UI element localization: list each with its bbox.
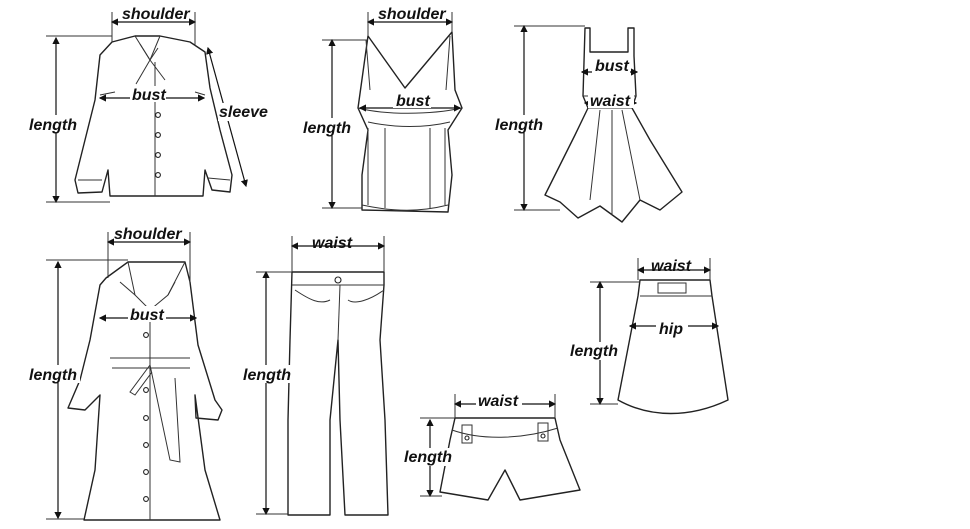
dress-bust-label: bust [595,58,629,75]
trench-coat-figure [67,261,223,521]
skirt-waist-label: waist [651,258,692,275]
vest-length-label: length [303,120,351,137]
coat-buttons [143,332,149,502]
shirt-length-measure: length [28,35,112,204]
shirt-sleeve-label: sleeve [219,104,268,121]
skirt-hip-label: hip [659,321,683,338]
shorts-length-measure: length [403,417,455,498]
trousers-waist-measure: waist [290,235,386,272]
dress-waist-measure: waist [583,92,638,110]
skirt-hip-measure: hip [628,318,720,338]
vest-shoulder-measure: shoulder [366,6,454,36]
trousers-length-label: length [243,367,291,384]
coat-bust-measure: bust [98,306,198,324]
coat-shoulder-label: shoulder [114,226,182,243]
shirt-bust-measure: bust [98,86,206,104]
shirt-buttons [155,92,161,178]
shorts-length-label: length [404,449,452,466]
vest-bust-measure: bust [358,92,462,112]
shirt-shoulder-measure: shoulder [110,6,197,46]
coat-bust-label: bust [130,307,164,324]
skirt-length-label: length [570,343,618,360]
coat-length-measure: length [28,259,128,520]
dress-bust-measure: bust [580,58,639,76]
shorts-figure [439,417,581,501]
vest-top-figure [357,31,463,213]
skirt-length-measure: length [569,280,640,406]
shirt-shoulder-label: shoulder [122,6,190,23]
shorts-waist-measure: waist [453,392,557,418]
vest-shoulder-label: shoulder [378,6,446,23]
dress-waist-label: waist [590,93,631,110]
shirt-length-label: length [29,117,77,134]
vest-bust-label: bust [396,93,430,110]
dress-length-label: length [495,117,543,134]
shirt-sleeve-measure: sleeve [206,46,270,188]
shirt-figure [74,35,233,197]
vest-length-measure: length [302,38,368,210]
dress-length-measure: length [494,24,585,212]
skirt-waist-measure: waist [636,258,712,280]
trousers-waist-label: waist [312,235,353,252]
coat-shoulder-measure: shoulder [106,226,192,282]
shirt-bust-label: bust [132,87,166,104]
skirt-figure [617,279,729,415]
trousers-length-measure: length [242,270,294,516]
trousers-figure [287,271,389,516]
coat-length-label: length [29,367,77,384]
shorts-waist-label: waist [478,393,519,410]
